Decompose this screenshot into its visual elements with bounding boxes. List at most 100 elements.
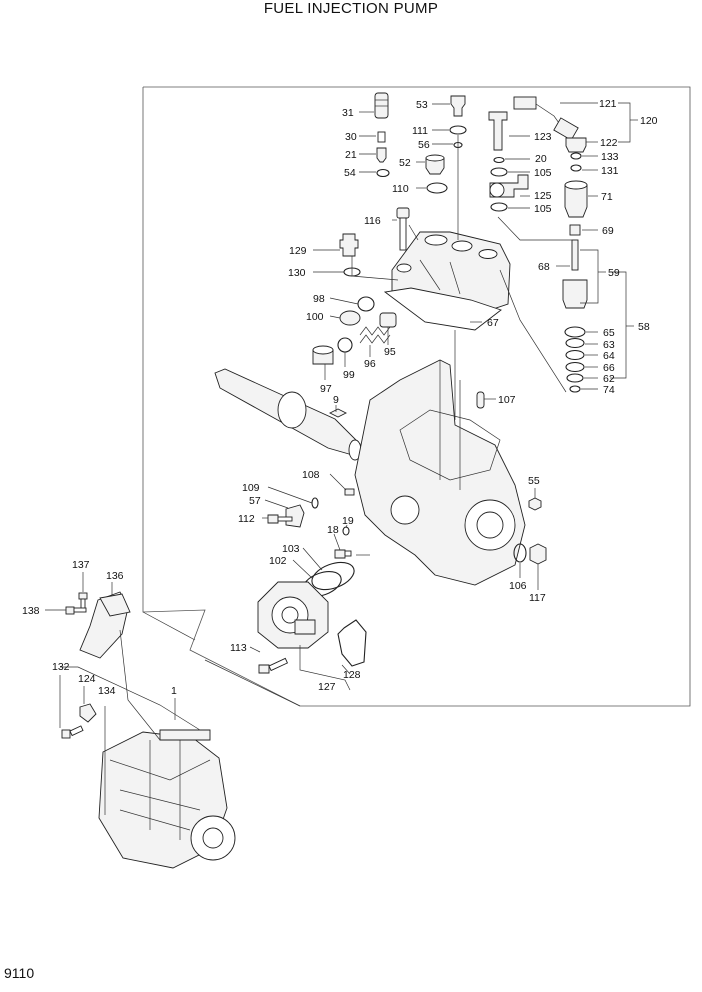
fuel-injection-pump-assembly-1 bbox=[98, 729, 236, 869]
callout-53: 53 bbox=[416, 99, 428, 111]
callout-65: 65 bbox=[603, 327, 615, 339]
frame-link-line bbox=[142, 611, 196, 641]
banjo-125 bbox=[489, 174, 529, 198]
o-ring-99 bbox=[337, 337, 353, 353]
plug-100 bbox=[339, 310, 361, 326]
callout-69: 69 bbox=[602, 225, 614, 237]
washer-54 bbox=[376, 168, 390, 178]
washer-19 bbox=[342, 526, 350, 536]
callout-111: 111 bbox=[412, 125, 428, 137]
callout-98: 98 bbox=[313, 293, 325, 305]
nut-55 bbox=[528, 497, 542, 511]
callout-labels: 31 53 121 120 30 111 123 122 56 21 20 13… bbox=[22, 98, 658, 697]
plunger-barrel-59 bbox=[562, 279, 588, 309]
callout-105b: 105 bbox=[534, 203, 552, 215]
callout-19: 19 bbox=[342, 515, 354, 527]
o-ring-66 bbox=[565, 361, 585, 373]
callout-113: 113 bbox=[230, 642, 247, 654]
cap-122 bbox=[565, 137, 587, 153]
callout-136: 136 bbox=[106, 570, 124, 582]
callout-116: 116 bbox=[364, 215, 381, 227]
o-ring-63 bbox=[565, 337, 585, 349]
callout-96: 96 bbox=[364, 358, 376, 370]
callout-127: 127 bbox=[318, 681, 336, 693]
callout-132: 132 bbox=[52, 661, 70, 673]
o-ring-64 bbox=[565, 349, 585, 361]
o-ring-65 bbox=[564, 326, 586, 338]
callout-108: 108 bbox=[302, 469, 320, 481]
callout-95: 95 bbox=[384, 346, 396, 358]
callout-71: 71 bbox=[601, 191, 613, 203]
callout-120: 120 bbox=[640, 115, 658, 127]
plunger-68 bbox=[571, 239, 579, 271]
pump-housing bbox=[354, 359, 526, 586]
callout-129: 129 bbox=[289, 245, 307, 257]
o-ring-133 bbox=[570, 152, 582, 160]
callout-68: 68 bbox=[538, 261, 550, 273]
frame-link-line bbox=[204, 659, 301, 707]
callout-97: 97 bbox=[320, 383, 332, 395]
callout-52: 52 bbox=[399, 157, 411, 169]
valve-95 bbox=[379, 312, 397, 328]
callout-59: 59 bbox=[608, 267, 620, 279]
callout-125: 125 bbox=[534, 190, 552, 202]
o-ring-111 bbox=[449, 125, 467, 135]
gasket-128 bbox=[337, 619, 367, 667]
callout-106: 106 bbox=[509, 580, 527, 592]
callout-18: 18 bbox=[327, 524, 339, 536]
callout-58: 58 bbox=[638, 321, 650, 333]
callout-112: 112 bbox=[238, 513, 255, 525]
callout-57: 57 bbox=[249, 495, 261, 507]
o-ring-110 bbox=[426, 182, 448, 194]
o-ring-74 bbox=[569, 385, 581, 393]
callout-107: 107 bbox=[498, 394, 516, 406]
callout-133: 133 bbox=[601, 151, 619, 163]
bracket-124 bbox=[79, 703, 97, 723]
callout-110: 110 bbox=[392, 183, 409, 195]
washer-105a bbox=[490, 167, 508, 177]
key-9 bbox=[328, 408, 348, 418]
bolt-113 bbox=[258, 657, 289, 674]
callout-122: 122 bbox=[600, 137, 618, 149]
camshaft-9 bbox=[214, 368, 362, 461]
callout-21: 21 bbox=[345, 149, 357, 161]
o-ring-109 bbox=[311, 497, 319, 509]
callout-64: 64 bbox=[603, 350, 615, 362]
spring-seat-69 bbox=[569, 224, 581, 236]
pin-107 bbox=[476, 391, 485, 409]
bolt-123 bbox=[488, 111, 508, 151]
bolt-132 bbox=[61, 725, 84, 739]
callout-131: 131 bbox=[601, 165, 619, 177]
callout-117: 117 bbox=[529, 592, 546, 604]
callout-66: 66 bbox=[603, 362, 615, 374]
nut-117 bbox=[529, 543, 547, 565]
callout-103: 103 bbox=[282, 543, 300, 555]
callout-128: 128 bbox=[343, 669, 361, 681]
bolt-116 bbox=[396, 207, 410, 251]
bracket-136 bbox=[79, 591, 131, 659]
callout-130: 130 bbox=[288, 267, 306, 279]
plug-97 bbox=[312, 345, 334, 365]
callout-55: 55 bbox=[528, 475, 540, 487]
callout-30: 30 bbox=[345, 131, 357, 143]
feed-pump-assembly bbox=[257, 581, 329, 649]
bolt-138 bbox=[65, 606, 87, 615]
plate-57 bbox=[285, 504, 305, 528]
delivery-valve-holder-31 bbox=[374, 92, 389, 119]
nut-52 bbox=[425, 154, 445, 175]
callout-63: 63 bbox=[603, 339, 615, 351]
callout-102: 102 bbox=[269, 555, 287, 567]
solenoid-wire-121 bbox=[513, 96, 579, 141]
plug-53 bbox=[450, 95, 466, 117]
callout-137: 137 bbox=[72, 559, 90, 571]
callout-99: 99 bbox=[343, 369, 355, 381]
callout-105a: 105 bbox=[534, 167, 552, 179]
callout-9: 9 bbox=[333, 394, 339, 406]
callout-67: 67 bbox=[487, 317, 499, 329]
hydraulic-head-67 bbox=[383, 231, 511, 331]
valve-21 bbox=[376, 147, 387, 163]
o-ring-98 bbox=[357, 296, 375, 312]
exploded-view-frame bbox=[142, 86, 691, 707]
callout-100: 100 bbox=[306, 311, 324, 323]
